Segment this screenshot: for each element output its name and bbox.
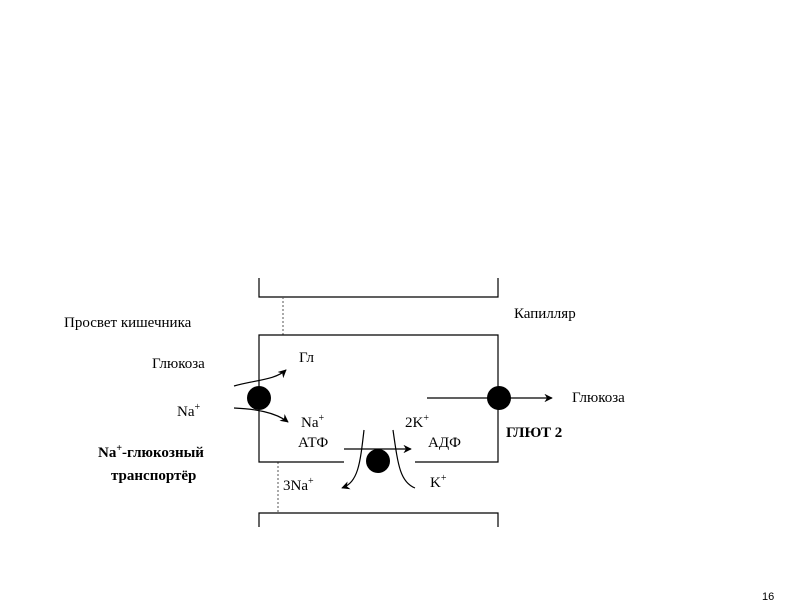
two-potassium-charge: +: [423, 413, 429, 424]
lower-cell-outline: [258, 512, 499, 527]
capillary-label: Капилляр: [514, 306, 576, 322]
transporter-sodium-symbol: Na: [98, 445, 117, 461]
sodium-inside-symbol: Na: [301, 415, 319, 431]
transporter-sodium-charge: +: [116, 443, 122, 454]
transporter-label-line1: Na+-глюкозный: [98, 443, 204, 461]
adp-label: АДФ: [428, 435, 461, 451]
sodium-inside-label: Na+: [301, 413, 325, 431]
upper-cell-outline: [258, 278, 499, 298]
three-sodium-symbol: 3Na: [283, 478, 308, 494]
glucose-left-label: Глюкоза: [152, 356, 205, 372]
sodium-symbol: Na: [177, 404, 195, 420]
gl-label: Гл: [299, 350, 315, 366]
na-k-atpase-dot: [366, 449, 390, 473]
sodium-inside-charge: +: [319, 413, 325, 424]
slide-number: 16: [762, 591, 774, 603]
sodium-charge: +: [195, 402, 201, 413]
glucose-right-label: Глюкоза: [572, 390, 625, 406]
three-sodium-label: 3Na+: [283, 476, 314, 494]
sodium-outside-label: Na+: [177, 402, 201, 420]
three-sodium-charge: +: [308, 476, 314, 487]
transporter-label-line2: транспортёр: [111, 468, 196, 484]
potassium-symbol: K: [430, 475, 441, 491]
sodium-out-curve: [341, 429, 365, 490]
sodium-in-arrow: [233, 407, 289, 423]
lumen-label: Просвет кишечника: [64, 315, 192, 331]
two-potassium-label: 2K+: [405, 413, 429, 431]
potassium-in-curve: [392, 429, 416, 489]
atp-label: АТФ: [298, 435, 328, 451]
potassium-label: K+: [430, 473, 447, 491]
transporter-name-rest: -глюкозный: [122, 445, 204, 461]
sglt-transporter-dot: [247, 386, 271, 410]
glut2-label: ГЛЮТ 2: [506, 425, 562, 441]
two-potassium-symbol: 2K: [405, 415, 424, 431]
glucose-in-arrow: [233, 369, 287, 387]
potassium-charge: +: [441, 473, 447, 484]
enterocyte-outline: [258, 334, 499, 463]
